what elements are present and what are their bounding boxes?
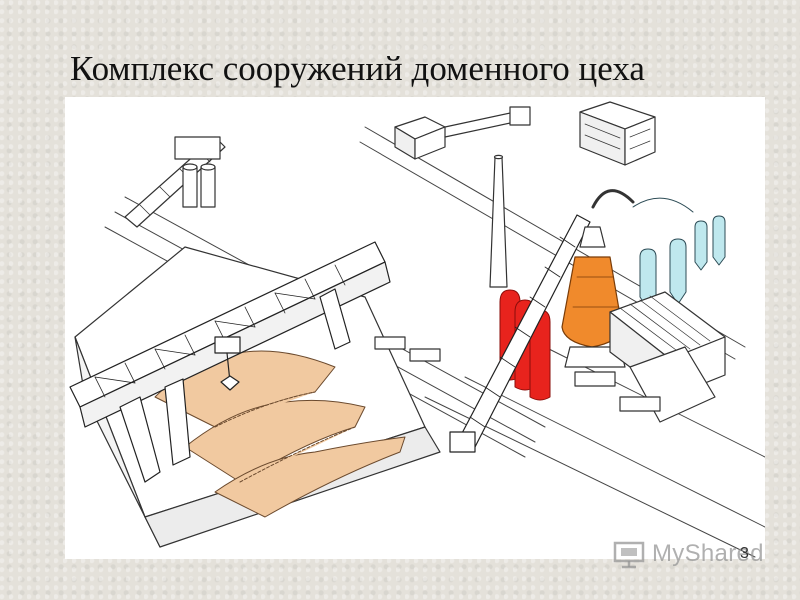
storage-silos	[182, 163, 216, 208]
chimney	[489, 154, 508, 288]
gas-cleaning-units	[632, 197, 726, 310]
top-building-left	[394, 106, 531, 160]
top-building-right	[579, 101, 656, 166]
presentation-board-icon	[613, 541, 645, 569]
skip-hoist-bridge	[449, 214, 591, 453]
upper-conveyor-gallery	[124, 136, 226, 228]
slide-title: Комплекс сооружений доменного цеха	[70, 49, 645, 88]
watermark-text: MyShared	[652, 540, 764, 567]
rail-cars	[374, 336, 661, 412]
ore-bridge-crane	[69, 241, 391, 483]
technical-illustration	[69, 101, 765, 558]
watermark: MyShared	[612, 538, 764, 570]
blast-furnace-complex-figure	[65, 97, 765, 559]
ore-stockpiles	[154, 350, 406, 518]
page-number: 3	[740, 545, 749, 562]
